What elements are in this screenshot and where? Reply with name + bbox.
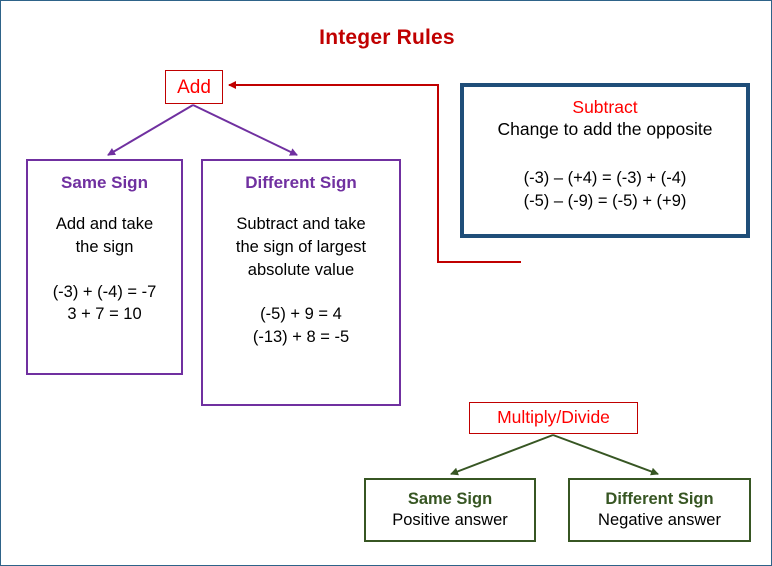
node-subtract-rule: Change to add the opposite <box>497 118 713 139</box>
node-multiply-same-sign-heading: Same Sign <box>407 489 493 508</box>
example-2: (-13) + 8 = -5 <box>252 328 350 347</box>
example-2: (-5) – (-9) = (-5) + (+9) <box>523 192 687 211</box>
connector-multdiv-to-different-sign <box>552 434 659 476</box>
node-add-label: Add <box>177 76 211 98</box>
node-multiply-different-sign-heading: Different Sign <box>605 489 714 508</box>
example-2: 3 + 7 = 10 <box>67 305 142 324</box>
node-subtract-examples: (-3) – (+4) = (-3) + (-4) (-5) – (-9) = … <box>524 167 687 214</box>
rule-line-1: Add and take <box>55 215 154 233</box>
node-add-different-sign[interactable]: Different Sign Subtract and take the sig… <box>201 159 401 406</box>
example-1: (-5) + 9 = 4 <box>260 305 342 324</box>
node-add[interactable]: Add <box>165 70 223 104</box>
node-add-same-sign-rule: Add and take the sign <box>56 213 153 259</box>
node-add-same-sign-heading: Same Sign <box>61 173 148 192</box>
node-subtract[interactable]: Subtract Change to add the opposite (-3)… <box>460 83 750 238</box>
node-multiply-different-sign[interactable]: Different Sign Negative answer <box>568 478 751 542</box>
example-1: (-3) – (+4) = (-3) + (-4) <box>523 168 687 187</box>
page-title: Integer Rules <box>319 26 455 49</box>
connector-multdiv-to-same-sign <box>450 434 554 476</box>
rule-line-1: Subtract and take <box>236 215 366 233</box>
node-subtract-heading: Subtract <box>572 97 638 117</box>
node-multiply-divide-label: Multiply/Divide <box>497 407 610 428</box>
node-add-different-sign-rule: Subtract and take the sign of largest ab… <box>236 213 366 281</box>
node-multiply-same-sign[interactable]: Same Sign Positive answer <box>364 478 536 542</box>
node-multiply-divide[interactable]: Multiply/Divide <box>469 402 638 434</box>
node-add-same-sign[interactable]: Same Sign Add and take the sign (-3) + (… <box>26 159 183 375</box>
example-1: (-3) + (-4) = -7 <box>52 282 157 301</box>
node-add-different-sign-heading: Different Sign <box>245 173 357 192</box>
node-multiply-different-sign-result: Negative answer <box>598 511 721 529</box>
rule-line-3: absolute value <box>247 260 355 279</box>
connector-add-to-same-sign <box>107 104 194 156</box>
node-add-same-sign-examples: (-3) + (-4) = -7 3 + 7 = 10 <box>53 281 157 327</box>
rule-line-2: the sign <box>75 237 134 256</box>
rule-line-2: the sign of largest <box>235 237 367 256</box>
node-multiply-same-sign-result: Positive answer <box>392 511 508 529</box>
connector-add-to-different-sign <box>192 104 298 156</box>
node-add-different-sign-examples: (-5) + 9 = 4 (-13) + 8 = -5 <box>253 303 349 349</box>
